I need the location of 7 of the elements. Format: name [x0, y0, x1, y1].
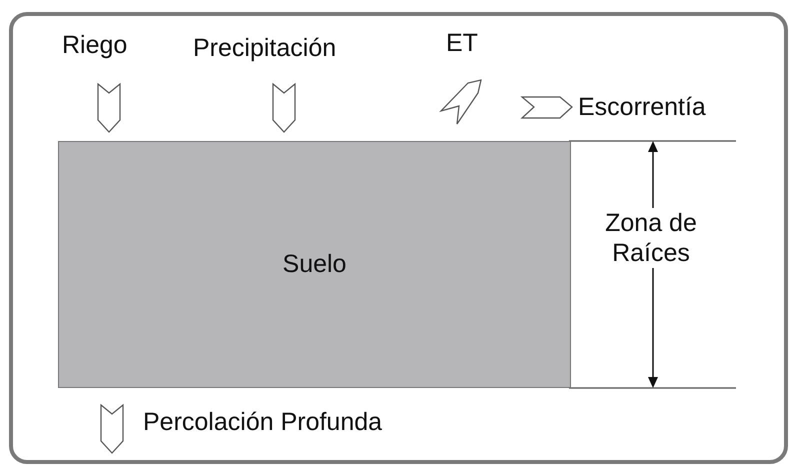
flow-label: Escorrentía [578, 92, 706, 122]
flow-label: Percolación Profunda [143, 407, 382, 437]
flow-label: Riego [62, 30, 128, 60]
flow-label: Precipitación [193, 33, 336, 63]
flow-label: ET [446, 28, 478, 58]
soil-block [58, 141, 571, 388]
soil-label: Suelo [282, 250, 346, 279]
